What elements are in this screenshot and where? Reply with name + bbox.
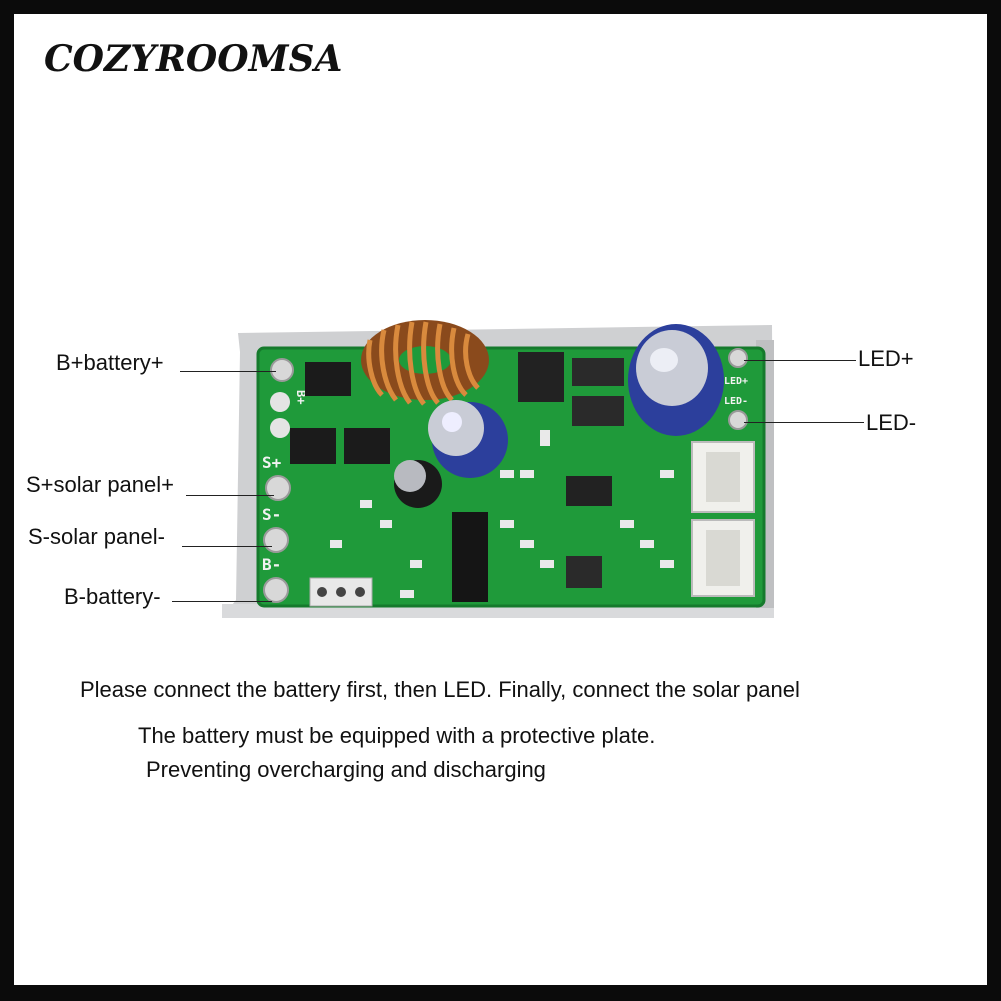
mosfet-q2 [572,358,624,386]
silk-led-plus: LED+ [724,376,748,387]
silk-s-plus: S+ [262,453,282,472]
label-b-minus-battery-minus: B-battery- [64,584,161,609]
pad-s-plus [265,475,291,501]
pcb-shade [256,346,766,608]
capacitor-large [628,324,724,436]
mosfet-q1 [518,352,564,402]
silk-led-minus: LED- [724,396,748,407]
silk-b-plus: B+ [294,390,308,404]
instruction-line-2: The battery must be equipped with a prot… [138,723,656,748]
leader-b-minus [172,601,272,602]
leader-led-plus [744,360,856,361]
pad-s-minus [263,527,289,553]
ic-u3 [344,428,390,464]
smd-components [330,430,674,598]
label-b-plus-battery-plus: B+battery+ [56,350,164,375]
label-led-minus: LED- [866,410,917,435]
pad-b-plus-3 [270,418,290,438]
leader-s-minus [182,546,272,547]
silk-s-minus: S- [262,505,281,524]
capacitor-small [394,460,442,508]
capacitor-medium [428,400,508,478]
leader-led-minus [744,422,864,423]
pad-led-minus [728,410,748,430]
brand-logo: COZYROOMSA [44,38,343,80]
pad-b-plus-2 [270,392,290,412]
pad-led-plus [728,348,748,368]
instruction-line-3: Preventing overcharging and discharging [146,757,546,782]
mosfet-q4 [566,476,612,506]
instruction-line-1: Please connect the battery first, then L… [80,677,800,702]
silk-b-minus: B- [262,555,281,574]
ic-u2 [290,428,336,464]
leader-b-plus [180,371,276,372]
label-s-minus-solar-panel-minus: S-solar panel- [28,524,165,549]
ic-main [452,512,488,602]
pad-b-plus [270,358,294,382]
mosfet-q3 [572,396,624,426]
leader-s-plus [186,495,274,496]
label-s-plus-solar-panel-plus: S+solar panel+ [26,472,174,497]
pad-b-minus [263,577,289,603]
inductor-coil [361,320,489,406]
label-led-plus: LED+ [858,346,914,371]
ic-small [566,556,602,588]
ic-u1 [305,362,351,396]
